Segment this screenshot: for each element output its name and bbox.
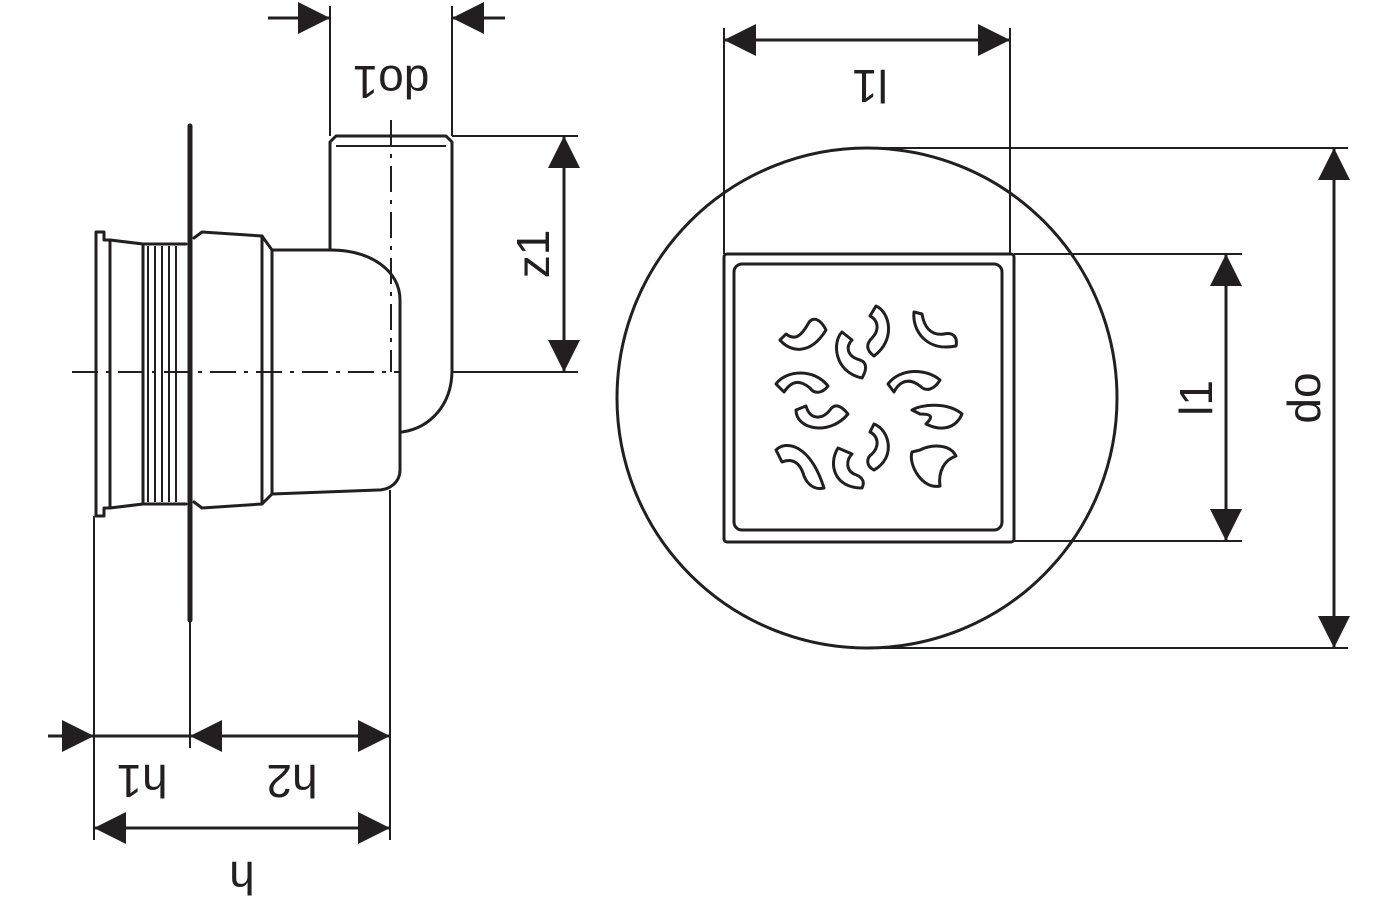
- arrowhead-z1-bottom: [548, 340, 580, 372]
- arrowhead-h2-right: [358, 720, 390, 752]
- arrowhead-l1-side-top: [1210, 254, 1242, 286]
- square-grate-inner: [732, 262, 1004, 532]
- arrowhead-do1-right: [452, 2, 484, 34]
- label-l1-side: l1: [1170, 380, 1222, 416]
- label-l1-top: l1: [852, 60, 888, 112]
- arrowhead-z1-top: [548, 136, 580, 168]
- dimension-l1-horizontal: l1: [723, 24, 1011, 254]
- dimension-h: h: [94, 812, 390, 900]
- dimension-z1: z1: [452, 135, 580, 373]
- label-do: do: [1278, 372, 1330, 423]
- arrowhead-h-left: [94, 812, 126, 844]
- square-grate-outer: [722, 252, 1016, 544]
- dimension-l1-vertical: l1: [1014, 253, 1242, 542]
- drain-body: [192, 134, 454, 510]
- dimension-h1-h2: h1 h2: [48, 490, 391, 840]
- dimension-do1: do1: [268, 2, 505, 136]
- top-view: [615, 146, 1119, 650]
- label-h: h: [229, 852, 255, 900]
- dimension-do: do: [867, 147, 1350, 649]
- side-view: [72, 120, 454, 623]
- arrowhead-do-bottom: [1318, 616, 1350, 648]
- threaded-connector: [94, 230, 188, 518]
- arrowhead-h1-right: [190, 720, 222, 752]
- label-h1: h1: [116, 755, 167, 807]
- arrowhead-l1-top-left: [724, 24, 756, 56]
- arrowhead-l1-side-bottom: [1210, 509, 1242, 541]
- label-h2: h2: [266, 755, 317, 807]
- arrowhead-h1-left: [62, 720, 94, 752]
- arrowhead-h-right: [358, 812, 390, 844]
- arrowhead-do1-left: [298, 2, 330, 34]
- arrowhead-do-top: [1318, 148, 1350, 180]
- arrowhead-l1-top-right: [978, 24, 1010, 56]
- grate-slot-pattern: [774, 304, 964, 490]
- label-do1: do1: [353, 56, 430, 108]
- label-z1: z1: [507, 230, 559, 279]
